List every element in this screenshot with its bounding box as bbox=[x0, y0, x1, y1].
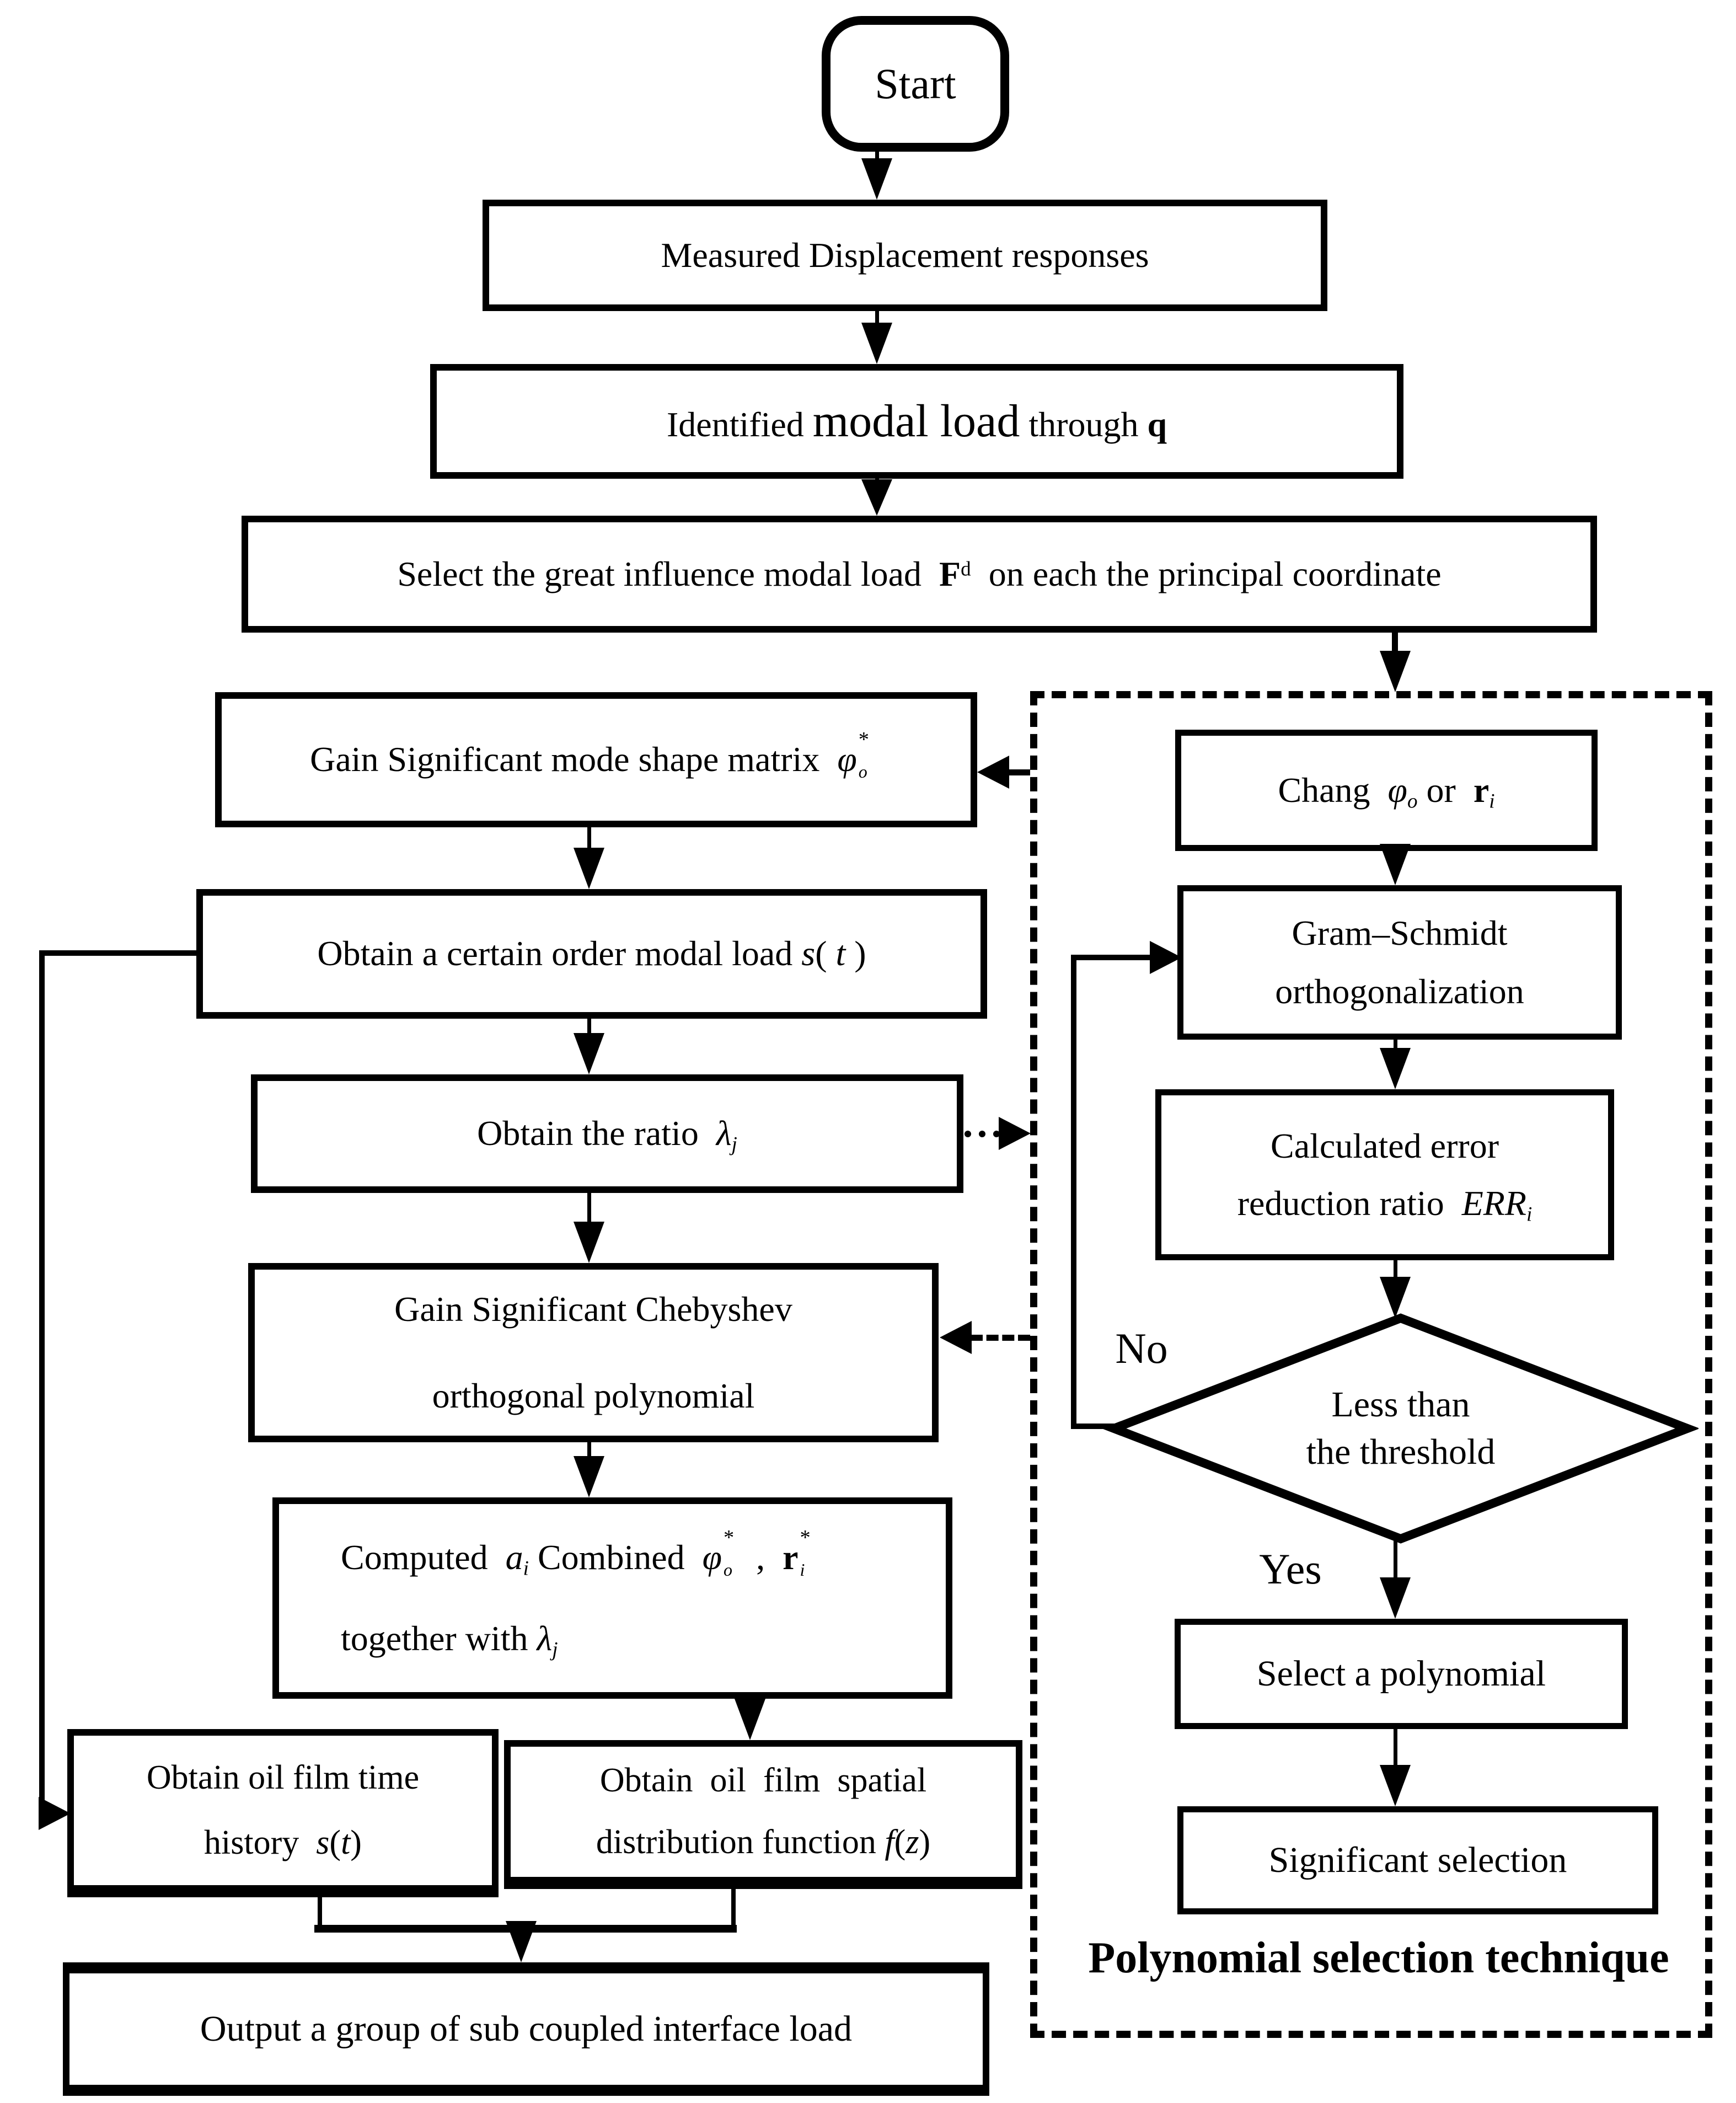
decision-line2: the threshold bbox=[1306, 1432, 1496, 1472]
arrow-mode-shape-to-certain-shaft bbox=[587, 827, 591, 852]
dashed-arrow-container-to-chebyshev-tail bbox=[971, 1335, 1030, 1341]
node-output-sub-coupled-interface-load: Output a group of sub coupled interface … bbox=[63, 1962, 989, 2096]
arrow-certain-to-ratio-head bbox=[574, 1033, 604, 1074]
node-oil-time-line2: history s(t) bbox=[204, 1823, 362, 1861]
arrow-certain-to-ratio-shaft bbox=[587, 1019, 591, 1036]
node-select-great-influence-modal-load: Select the great influence modal load Fd… bbox=[242, 516, 1597, 633]
node-start-label: Start bbox=[875, 59, 956, 108]
dotted-arrow-ratio-to-container-head bbox=[999, 1117, 1031, 1150]
dashed-arrow-select-to-container-head bbox=[1380, 651, 1411, 692]
arrow-ratio-to-chebyshev-head bbox=[574, 1222, 604, 1263]
arrow-diamond-to-select-poly-shaft bbox=[1394, 1539, 1397, 1583]
node-gain-significant-chebyshev-polynomial: Gain Significant Chebyshev orthogonal po… bbox=[248, 1263, 939, 1442]
dashed-arrow-select-to-container-shaft bbox=[1392, 633, 1398, 656]
feedback-certain-to-oil-time-top bbox=[39, 950, 197, 956]
label-no: No bbox=[1115, 1324, 1168, 1372]
dashed-arrow-container-to-mode-shape-tail bbox=[1008, 769, 1030, 775]
node-chang-label: Chang φo or ri bbox=[1278, 770, 1495, 813]
dashed-arrow-container-to-mode-shape-head bbox=[977, 756, 1009, 789]
no-loop-vertical-segment bbox=[1071, 955, 1076, 1429]
node-significant-label: Significant selection bbox=[1268, 1839, 1567, 1880]
node-certain-label: Obtain a certain order modal load s( t ) bbox=[317, 934, 866, 973]
no-loop-head bbox=[1150, 941, 1182, 974]
node-oil-time-line1: Obtain oil film time bbox=[146, 1758, 420, 1796]
node-computed-line1: Computed ai Combined φ*o , r*i bbox=[341, 1526, 811, 1580]
decision-label: Less than the threshold bbox=[1153, 1362, 1649, 1495]
join-oil-spatial-stub bbox=[731, 1889, 736, 1931]
arrow-start-to-measured-head bbox=[861, 158, 892, 200]
label-polynomial-selection-technique: Polynomial selection technique bbox=[1088, 1934, 1669, 1982]
no-loop-top-segment bbox=[1071, 955, 1151, 960]
node-significant-selection: Significant selection bbox=[1177, 1806, 1658, 1914]
node-obtain-certain-order-modal-load: Obtain a certain order modal load s( t ) bbox=[196, 889, 987, 1019]
node-select-poly-label: Select a polynomial bbox=[1256, 1653, 1546, 1694]
node-gram-line2: orthogonalization bbox=[1275, 972, 1524, 1011]
node-identified-modal-load: Identified modal load through q bbox=[430, 364, 1403, 479]
label-yes: Yes bbox=[1259, 1545, 1322, 1593]
node-obtain-the-ratio: Obtain the ratio λj bbox=[251, 1074, 963, 1193]
node-gram-line1: Gram–Schmidt bbox=[1292, 913, 1508, 952]
node-err-line2: reduction ratio ERRi bbox=[1237, 1184, 1533, 1226]
node-measured-displacement-responses: Measured Displacement responses bbox=[483, 200, 1327, 311]
arrow-err-to-diamond-head bbox=[1380, 1277, 1411, 1318]
polynomial-selection-container bbox=[1030, 691, 1712, 2038]
arrow-select-poly-to-significant-head bbox=[1380, 1765, 1411, 1806]
node-oil-spatial-line2: distribution function f(z) bbox=[596, 1823, 931, 1861]
node-computed-ai-combined: Computed ai Combined φ*o , r*i together … bbox=[272, 1497, 952, 1699]
node-select-a-polynomial: Select a polynomial bbox=[1175, 1619, 1628, 1729]
node-identified-label: Identified modal load through q bbox=[666, 395, 1167, 447]
no-loop-bottom-segment bbox=[1071, 1424, 1116, 1429]
arrow-chebyshev-to-computed-head bbox=[574, 1456, 604, 1497]
node-obtain-oil-film-time-history: Obtain oil film time history s(t) bbox=[67, 1729, 499, 1897]
node-err-line1: Calculated error bbox=[1271, 1126, 1499, 1165]
arrow-gram-to-err-shaft bbox=[1394, 1040, 1397, 1052]
decision-line1: Less than bbox=[1331, 1384, 1470, 1425]
node-calculated-error-reduction-ratio: Calculated error reduction ratio ERRi bbox=[1155, 1089, 1614, 1260]
join-oil-time-stub bbox=[318, 1897, 322, 1931]
node-obtain-oil-film-spatial-distribution: Obtain oil film spatial distribution fun… bbox=[504, 1740, 1022, 1889]
arrow-err-to-diamond-shaft bbox=[1394, 1260, 1397, 1281]
arrow-gram-to-err-head bbox=[1380, 1048, 1411, 1089]
arrow-ratio-to-chebyshev-shaft bbox=[587, 1193, 591, 1223]
node-select-label: Select the great influence modal load Fd… bbox=[397, 554, 1442, 593]
arrow-select-poly-to-significant-shaft bbox=[1394, 1729, 1397, 1769]
feedback-certain-to-oil-time-head bbox=[39, 1797, 71, 1830]
feedback-certain-to-oil-time-vertical bbox=[39, 950, 45, 1815]
node-gram-schmidt-orthogonalization: Gram–Schmidt orthogonalization bbox=[1177, 885, 1622, 1040]
arrow-join-to-output-head bbox=[506, 1921, 537, 1962]
node-oil-spatial-line1: Obtain oil film spatial bbox=[599, 1762, 927, 1800]
node-computed-line2: together with λj bbox=[341, 1618, 558, 1661]
node-chang-phi-or-r: Chang φo or ri bbox=[1175, 730, 1598, 851]
diamond-shape bbox=[1103, 1313, 1699, 1544]
node-mode-shape-label: Gain Significant mode shape matrix φ*o bbox=[310, 728, 869, 782]
node-gain-significant-mode-shape-matrix: Gain Significant mode shape matrix φ*o bbox=[215, 692, 977, 827]
node-measured-label: Measured Displacement responses bbox=[661, 235, 1149, 275]
arrow-computed-to-oil-spatial-head bbox=[735, 1699, 765, 1740]
arrow-chebyshev-to-computed-shaft bbox=[587, 1442, 591, 1459]
arrow-diamond-to-select-poly-head bbox=[1380, 1577, 1411, 1619]
dashed-arrow-container-to-chebyshev-head bbox=[940, 1321, 972, 1354]
node-chebyshev-line2: orthogonal polynomial bbox=[432, 1376, 755, 1415]
node-ratio-label: Obtain the ratio λj bbox=[477, 1114, 737, 1156]
decision-less-than-threshold bbox=[1103, 1313, 1699, 1544]
arrow-measured-to-identified-head bbox=[861, 323, 892, 364]
arrow-chang-to-gram-head bbox=[1380, 844, 1411, 885]
arrow-measured-to-identified-shaft bbox=[875, 311, 879, 325]
node-output-label: Output a group of sub coupled interface … bbox=[200, 2008, 853, 2049]
arrow-identified-to-select-head bbox=[861, 479, 892, 516]
node-chebyshev-line1: Gain Significant Chebyshev bbox=[394, 1289, 792, 1329]
arrow-mode-shape-to-certain-head bbox=[574, 848, 604, 889]
node-start: Start bbox=[822, 16, 1009, 152]
dotted-arrow-ratio-to-container-tail bbox=[965, 1131, 1000, 1137]
